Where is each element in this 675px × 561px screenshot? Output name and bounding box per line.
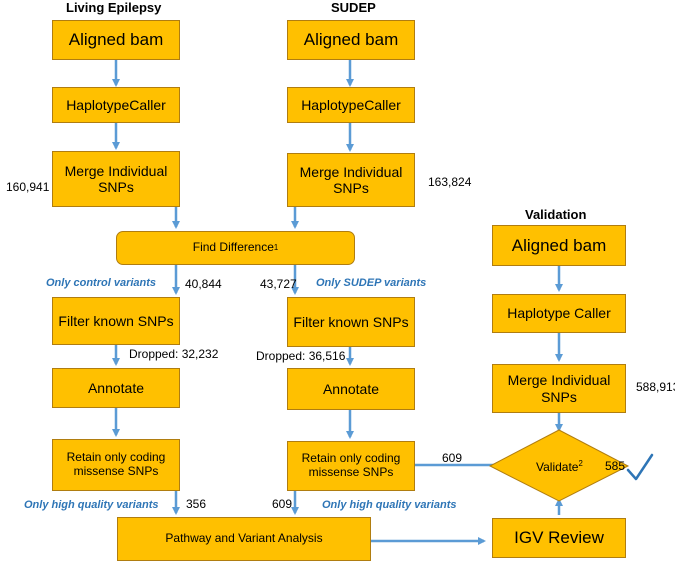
- pathway-variant-analysis: Pathway and Variant Analysis: [117, 517, 371, 561]
- sudep-high-quality-label: Only high quality variants: [322, 499, 457, 511]
- sudep-variants-count: 43,727: [260, 277, 297, 291]
- validated-count: 585: [605, 459, 626, 473]
- living-annotate: Annotate: [52, 368, 180, 408]
- validate-text: Validate: [536, 460, 579, 474]
- validate-sup: 2: [578, 459, 583, 468]
- sudep-filter-known: Filter known SNPs: [287, 297, 415, 347]
- sudep-merge-count: 163,824: [428, 175, 472, 189]
- living-aligned-bam: Aligned bam: [52, 20, 180, 60]
- sudep-dropped: Dropped: 36,516: [256, 349, 346, 363]
- living-control-count: 40,844: [185, 277, 222, 291]
- sudep-aligned-bam: Aligned bam: [287, 20, 415, 60]
- sudep-haplotype-caller: HaplotypeCaller: [287, 87, 415, 123]
- sudep-high-quality-count: 609: [272, 497, 293, 511]
- sudep-retain-missense: Retain only coding missense SNPs: [287, 441, 415, 491]
- header-living-epilepsy: Living Epilepsy: [66, 0, 162, 15]
- living-haplotype-caller: HaplotypeCaller: [52, 87, 180, 123]
- validate-label: Validate2: [536, 459, 583, 474]
- living-control-variants-label: Only control variants: [46, 277, 157, 289]
- checkmark-icon: [626, 453, 654, 481]
- living-merge-count: 160,941: [6, 180, 50, 194]
- sudep-merge-snps: Merge Individual SNPs: [287, 153, 415, 207]
- validation-merge-count: 588,913: [636, 380, 675, 394]
- living-retain-missense: Retain only coding missense SNPs: [52, 439, 180, 491]
- validate-diamond: [488, 429, 630, 502]
- sudep-variants-label: Only SUDEP variants: [316, 277, 427, 289]
- find-difference-sup: 1: [273, 242, 279, 252]
- sudep-annotate: Annotate: [287, 368, 415, 410]
- living-filter-known: Filter known SNPs: [52, 297, 180, 345]
- living-merge-snps: Merge Individual SNPs: [52, 151, 180, 207]
- validation-merge-snps: Merge Individual SNPs: [492, 364, 626, 413]
- find-difference-label: Find Difference: [192, 240, 274, 255]
- igv-review: IGV Review: [492, 518, 626, 558]
- living-high-quality-count: 356: [186, 497, 207, 511]
- validation-haplotype-caller: Haplotype Caller: [492, 294, 626, 333]
- sudep-to-validate-count: 609: [442, 451, 463, 465]
- validation-aligned-bam: Aligned bam: [492, 225, 626, 266]
- living-high-quality-label: Only high quality variants: [24, 499, 159, 511]
- header-validation: Validation: [525, 207, 587, 222]
- header-sudep: SUDEP: [331, 0, 376, 15]
- living-dropped: Dropped: 32,232: [129, 347, 219, 361]
